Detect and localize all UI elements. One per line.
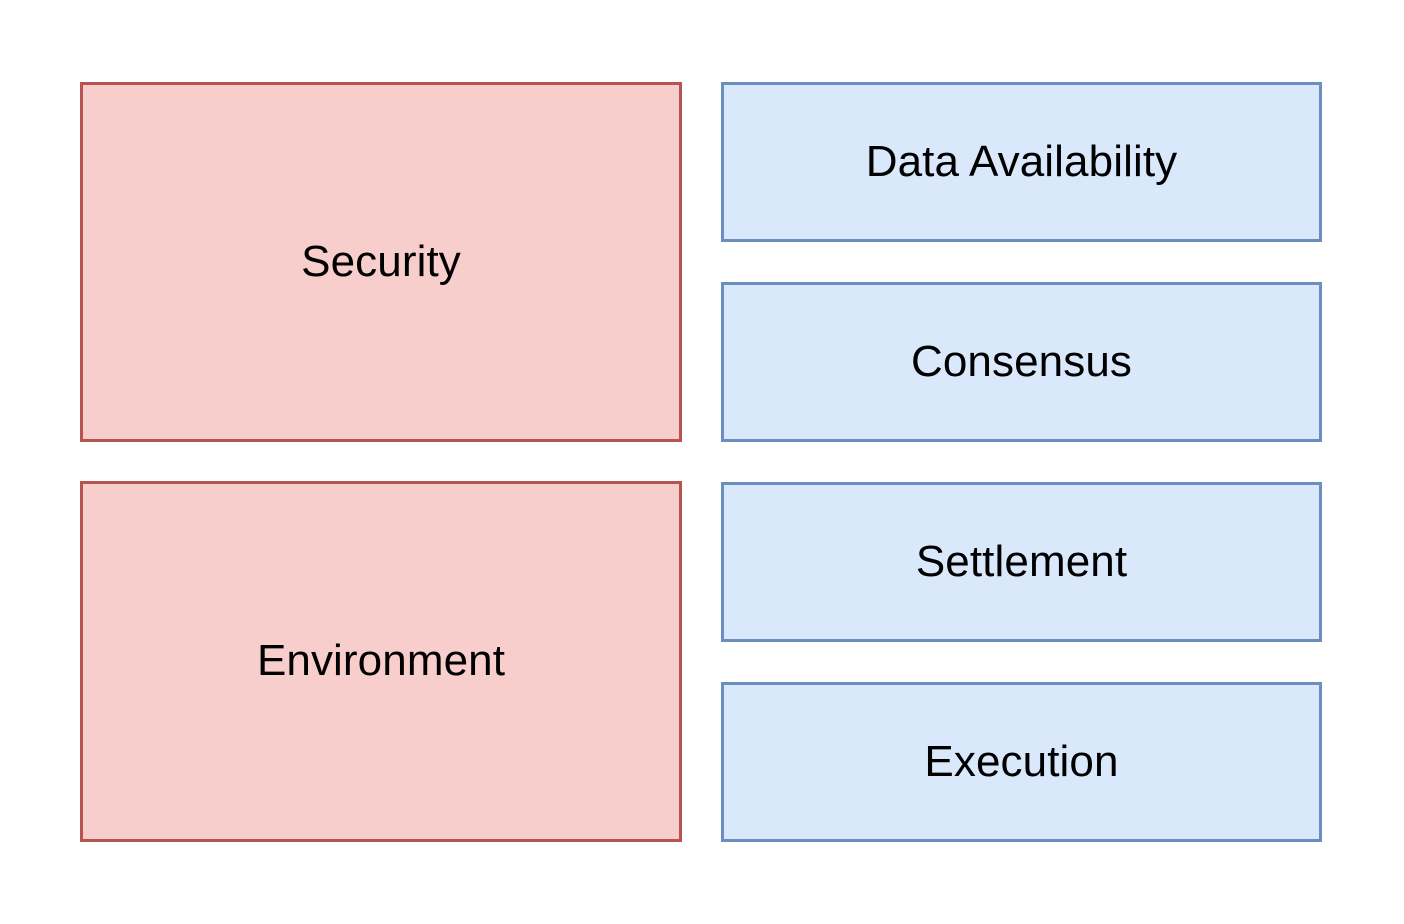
node-execution-label: Execution xyxy=(924,736,1119,786)
node-security-label: Security xyxy=(301,236,461,286)
node-data-availability[interactable]: Data Availability xyxy=(721,82,1322,242)
node-consensus[interactable]: Consensus xyxy=(721,282,1322,442)
node-security[interactable]: Security xyxy=(80,82,682,442)
node-environment[interactable]: Environment xyxy=(80,481,682,842)
node-data-availability-label: Data Availability xyxy=(865,136,1178,186)
node-settlement-label: Settlement xyxy=(915,536,1128,586)
node-execution[interactable]: Execution xyxy=(721,682,1322,842)
node-environment-label: Environment xyxy=(256,636,506,686)
node-settlement[interactable]: Settlement xyxy=(721,482,1322,642)
node-consensus-label: Consensus xyxy=(910,336,1133,386)
